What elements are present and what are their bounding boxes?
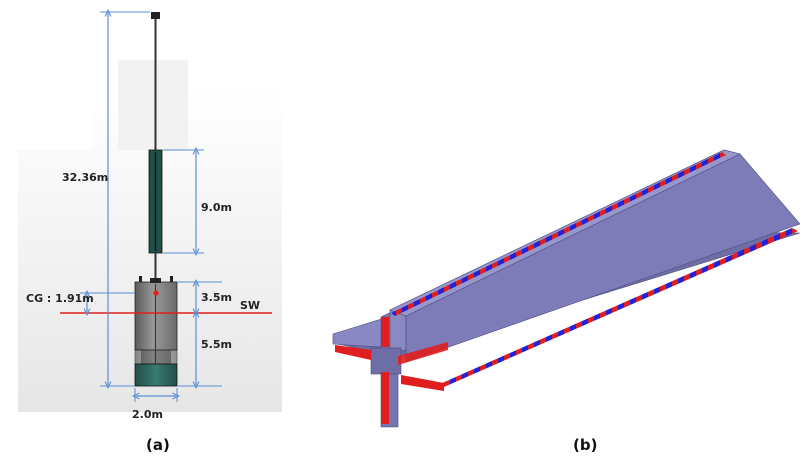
- spar-top-lug-right: [170, 276, 173, 282]
- weld-seam-top: [391, 152, 726, 316]
- dim-upper-draft-label: 3.5m: [201, 291, 232, 304]
- mast-top-cap: [151, 12, 160, 19]
- ballast-section: [134, 363, 178, 387]
- cg-marker: [153, 290, 159, 296]
- weld-red-right-horizontal: [401, 375, 444, 391]
- panel-a-caption: (a): [146, 436, 170, 454]
- panel-a-background-center: [118, 60, 188, 150]
- dim-segment-length-label: 9.0m: [201, 201, 232, 214]
- cross-node: [370, 347, 402, 375]
- spar-top-lug-left: [139, 276, 142, 282]
- panel-b: (b): [332, 149, 801, 454]
- weld-red-lower-vertical: [381, 372, 389, 424]
- panel-b-caption: (b): [573, 436, 597, 454]
- sea-water-label: SW: [240, 299, 260, 312]
- dim-cg-label: CG : 1.91m: [26, 292, 94, 305]
- dim-total-height-label: 32.36m: [62, 171, 108, 184]
- panel-a: SW 32.36m 9.0m 3.5m 5.5m CG : 1.91m 2.0m…: [18, 12, 282, 454]
- dim-lower-draft-label: 5.5m: [201, 338, 232, 351]
- spar-top-ring: [150, 278, 161, 283]
- weld-red-upper-vertical: [381, 317, 389, 347]
- weld-seam-bottom: [440, 228, 798, 387]
- weld-red-left-horizontal: [335, 345, 371, 360]
- dim-diameter-label: 2.0m: [132, 408, 163, 421]
- deck-plate: [405, 153, 801, 363]
- weld-red-bottom-flange: [398, 342, 448, 365]
